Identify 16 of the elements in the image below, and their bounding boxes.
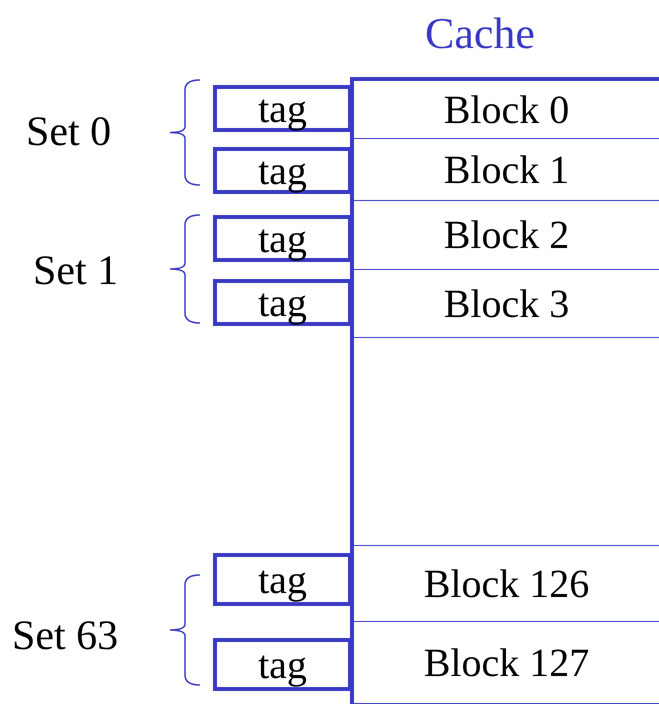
set-label: Set 63 [12,612,118,660]
cache-block-row: Block 0 [354,81,659,139]
set-label: Set 1 [33,247,118,295]
cache-heading: Cache [425,8,535,59]
cache-block-row: Block 126 [354,546,659,622]
cache-block-row: Block 1 [354,139,659,201]
tag-box: tag [213,638,352,691]
cache-block-row: Block 127 [354,622,659,704]
tag-box: tag [213,215,352,262]
tag-box: tag [213,553,352,606]
set-label: Set 0 [26,108,112,156]
tag-box: tag [213,147,352,194]
cache-block-row: Block 2 [354,201,659,270]
cache-block-row: Block 3 [354,270,659,338]
tag-box: tag [213,279,352,326]
tag-box: tag [213,85,352,132]
